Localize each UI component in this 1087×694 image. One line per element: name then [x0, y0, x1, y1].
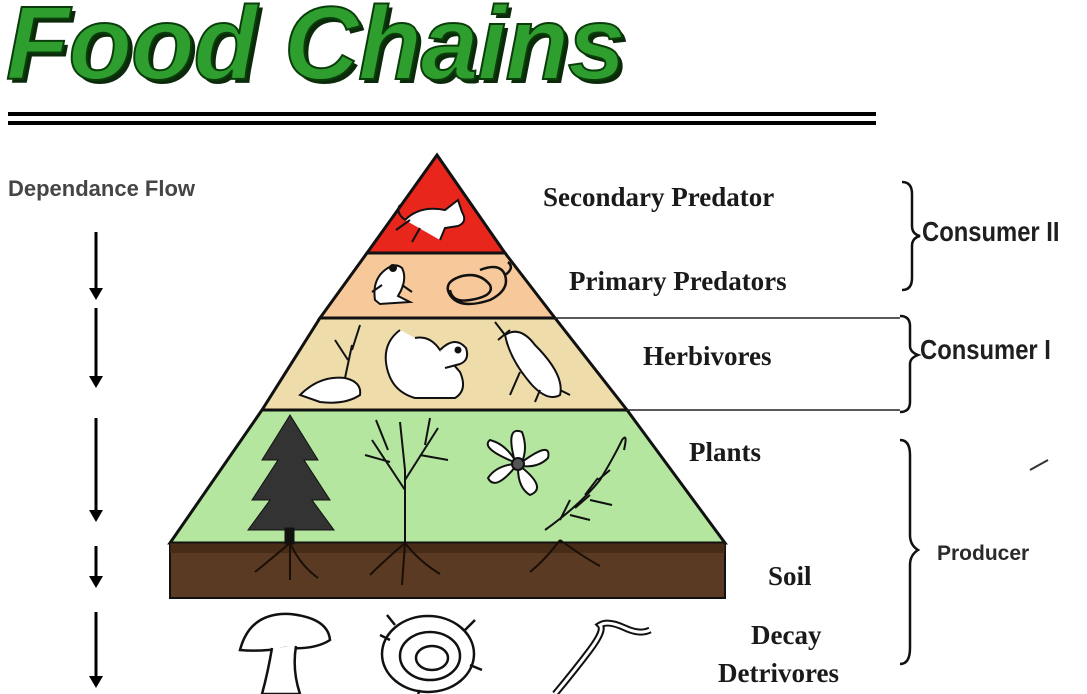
level-label-soil: Soil: [768, 561, 812, 592]
millipede-icon: [380, 615, 482, 694]
level-label-plants: Plants: [689, 437, 761, 468]
down-arrow-icon: [89, 232, 103, 300]
level-label-secondary-predator: Secondary Predator: [543, 182, 774, 213]
level-label-primary-predators: Primary Predators: [569, 266, 787, 297]
level-label-detrivores: Detrivores: [718, 658, 839, 689]
group-label-consumer-1: Consumer I: [920, 334, 1051, 366]
down-arrow-icon: [89, 308, 103, 388]
level-label-herbivores: Herbivores: [643, 341, 771, 372]
down-arrow-icon: [89, 612, 103, 688]
down-arrow-icon: [89, 546, 103, 588]
brace-icon: [900, 316, 918, 412]
worm-icon: [555, 623, 650, 694]
secondary-predator-tier: [367, 155, 505, 253]
brace-icon: [900, 440, 918, 664]
group-label-consumer-2: Consumer II: [922, 216, 1060, 248]
down-arrow-icon: [89, 418, 103, 522]
level-label-decay: Decay: [751, 620, 821, 651]
mushroom-icon: [240, 614, 330, 694]
group-label-producer: Producer: [937, 542, 1029, 566]
primary-predator-tier: [320, 253, 555, 318]
brace-icon: [902, 182, 920, 290]
